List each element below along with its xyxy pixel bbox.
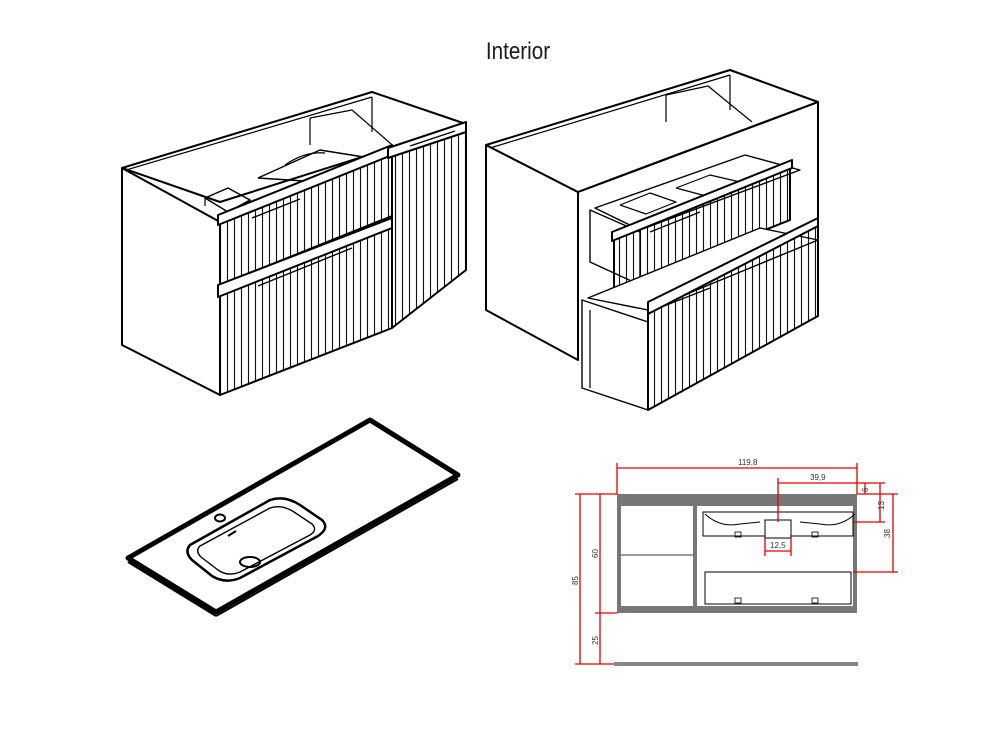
dim-top-offset: 13 (877, 501, 886, 510)
cabinet-open-view (485, 69, 819, 411)
dim-top-small: 6 (861, 487, 870, 492)
dim-height-base: 25 (591, 636, 600, 645)
cabinet-closed-view (121, 91, 467, 396)
dim-drawer-gap: 12,5 (770, 541, 786, 550)
dim-total-width: 119,8 (738, 458, 758, 467)
dim-height-inner: 60 (591, 549, 600, 558)
dim-height-total: 85 (571, 576, 580, 585)
page-title: Interior (485, 38, 551, 65)
dim-inner-width: 39,9 (810, 473, 826, 482)
dim-side-depth: 38 (883, 529, 892, 538)
basin-worktop (125, 417, 461, 617)
dimension-drawing: 119,8 39,9 12,5 6 13 38 60 85 25 (571, 458, 898, 666)
